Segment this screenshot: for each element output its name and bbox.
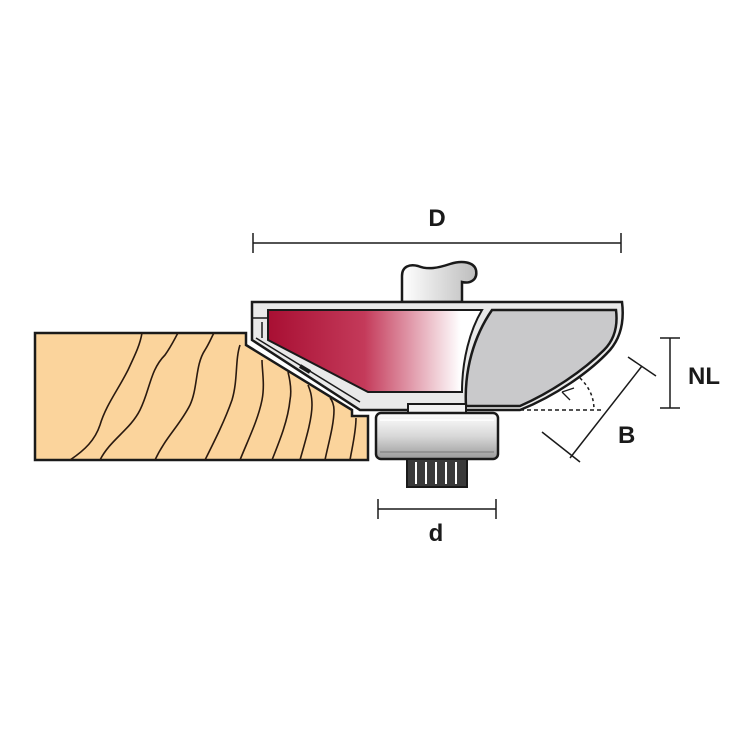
- dimension-D: D: [252, 205, 622, 253]
- label-D: D: [428, 205, 445, 232]
- dimension-NL: NL: [660, 337, 720, 409]
- cutter-head: [250, 300, 624, 412]
- label-B: B: [618, 422, 635, 449]
- label-d: d: [429, 520, 444, 547]
- label-NL: NL: [688, 363, 720, 390]
- cutting-face: [464, 308, 618, 408]
- shank: [400, 260, 478, 304]
- dimension-B: B: [541, 356, 657, 463]
- wood-workpiece: [33, 331, 370, 462]
- bearing: [374, 403, 500, 488]
- wood-grain: [69, 333, 357, 460]
- carbide-blade: [267, 309, 484, 393]
- angle-indicator: [520, 377, 604, 411]
- dimension-d: d: [377, 499, 497, 547]
- wood-body: [33, 331, 370, 462]
